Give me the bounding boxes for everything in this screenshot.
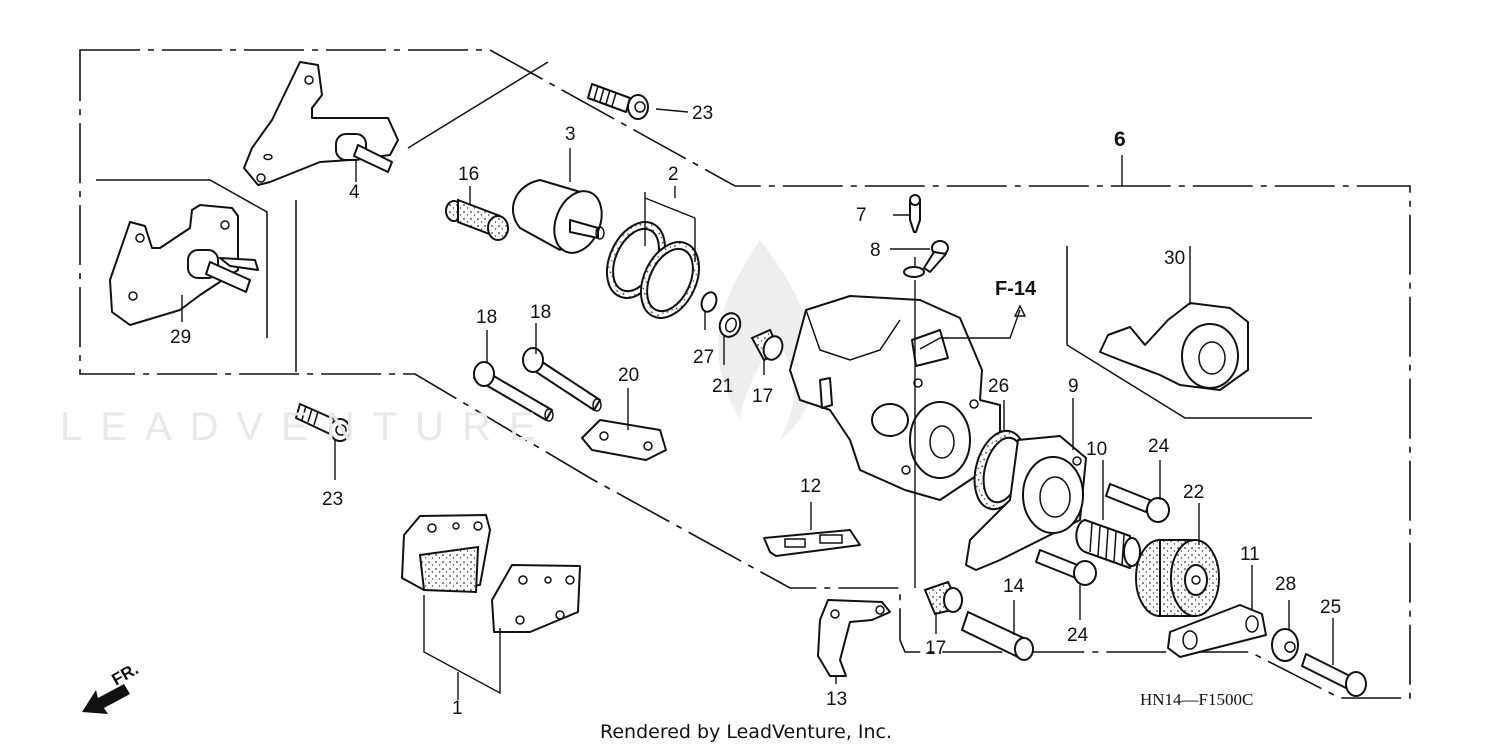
- callout-27: 27: [693, 347, 714, 368]
- callout-8: 8: [870, 240, 881, 261]
- watermark-text-visible: LEADVENTURE: [60, 405, 554, 449]
- callout-24-lower: 24: [1067, 625, 1089, 646]
- callout-1: 1: [452, 698, 463, 719]
- callout-2: 2: [668, 164, 679, 185]
- callout-20: 20: [618, 365, 639, 386]
- part-16-bleeder: [445, 198, 509, 241]
- part-25-bolt: [1301, 653, 1367, 697]
- callout-26: 26: [988, 376, 1009, 397]
- callout-30: 30: [1164, 248, 1185, 269]
- callout-14: 14: [1003, 576, 1025, 597]
- callout-16: 16: [458, 164, 479, 185]
- part-18-pins: [473, 347, 602, 422]
- parts-27-21-17: [700, 291, 784, 362]
- callout-18-right: 18: [530, 302, 551, 323]
- part-29-bracket: [109, 204, 259, 326]
- callout-29: 29: [170, 327, 191, 348]
- front-direction-indicator: FR.: [82, 659, 142, 714]
- callout-17-lower: 17: [925, 638, 946, 659]
- assembly-code: HN14—F1500C: [1140, 690, 1253, 709]
- front-arrow-icon: [82, 684, 130, 714]
- part-28-nut: [1271, 628, 1299, 662]
- part-10-spring: [1075, 519, 1141, 569]
- credit-text: Rendered by LeadVenture, Inc.: [600, 721, 892, 743]
- part-24-bolt-upper: [1105, 483, 1170, 523]
- part-20-clip: [581, 419, 667, 461]
- front-label: FR.: [109, 659, 142, 689]
- callout-12: 12: [800, 476, 821, 497]
- part-30-bracket: [1099, 302, 1249, 391]
- part-2-seals: [605, 221, 701, 319]
- callout-21: 21: [712, 376, 733, 397]
- callout-11: 11: [1240, 544, 1260, 565]
- callout-23-left: 23: [322, 489, 343, 510]
- part-12-shim: [763, 529, 861, 557]
- callout-10: 10: [1086, 439, 1107, 460]
- group-boundaries: [79, 49, 1411, 699]
- part-6-caliper-body: [789, 295, 1001, 501]
- part-8-cap: [903, 240, 949, 278]
- part-17-boot-lower: [923, 580, 963, 616]
- reference-f14: F-14: [995, 278, 1037, 300]
- part-24-bolt-lower: [1035, 549, 1097, 586]
- callout-22: 22: [1183, 482, 1204, 503]
- part-9-holder: [965, 435, 1087, 571]
- part-23-bolt-top: [587, 83, 649, 120]
- callout-numbers: 4 29 23 23 16 3 2 27 21 17 18 18 20 7 8 …: [170, 103, 1341, 719]
- callout-7: 7: [856, 205, 867, 226]
- callout-17-upper: 17: [752, 386, 773, 407]
- callout-9: 9: [1068, 376, 1079, 397]
- callout-4: 4: [349, 182, 360, 203]
- part-1-brake-pads: [401, 514, 581, 633]
- part-13-retainer: [817, 599, 891, 677]
- callout-13: 13: [826, 689, 847, 710]
- part-4-bracket: [243, 61, 399, 186]
- part-11-arm: [1167, 604, 1267, 658]
- callout-24-upper: 24: [1148, 436, 1170, 457]
- part-3-piston: [511, 179, 605, 254]
- part-14-pin: [961, 611, 1034, 661]
- callout-18-left: 18: [476, 307, 497, 328]
- callout-23-top: 23: [692, 103, 713, 124]
- part-22-boot: [1135, 539, 1220, 617]
- part-7-bleeder-screw: [909, 194, 921, 233]
- callout-6: 6: [1114, 128, 1126, 151]
- part-23-bolt-left: [295, 403, 351, 442]
- callout-28: 28: [1275, 574, 1296, 595]
- leader-lines: [181, 108, 1334, 700]
- callout-3: 3: [565, 124, 576, 145]
- callout-25: 25: [1320, 597, 1341, 618]
